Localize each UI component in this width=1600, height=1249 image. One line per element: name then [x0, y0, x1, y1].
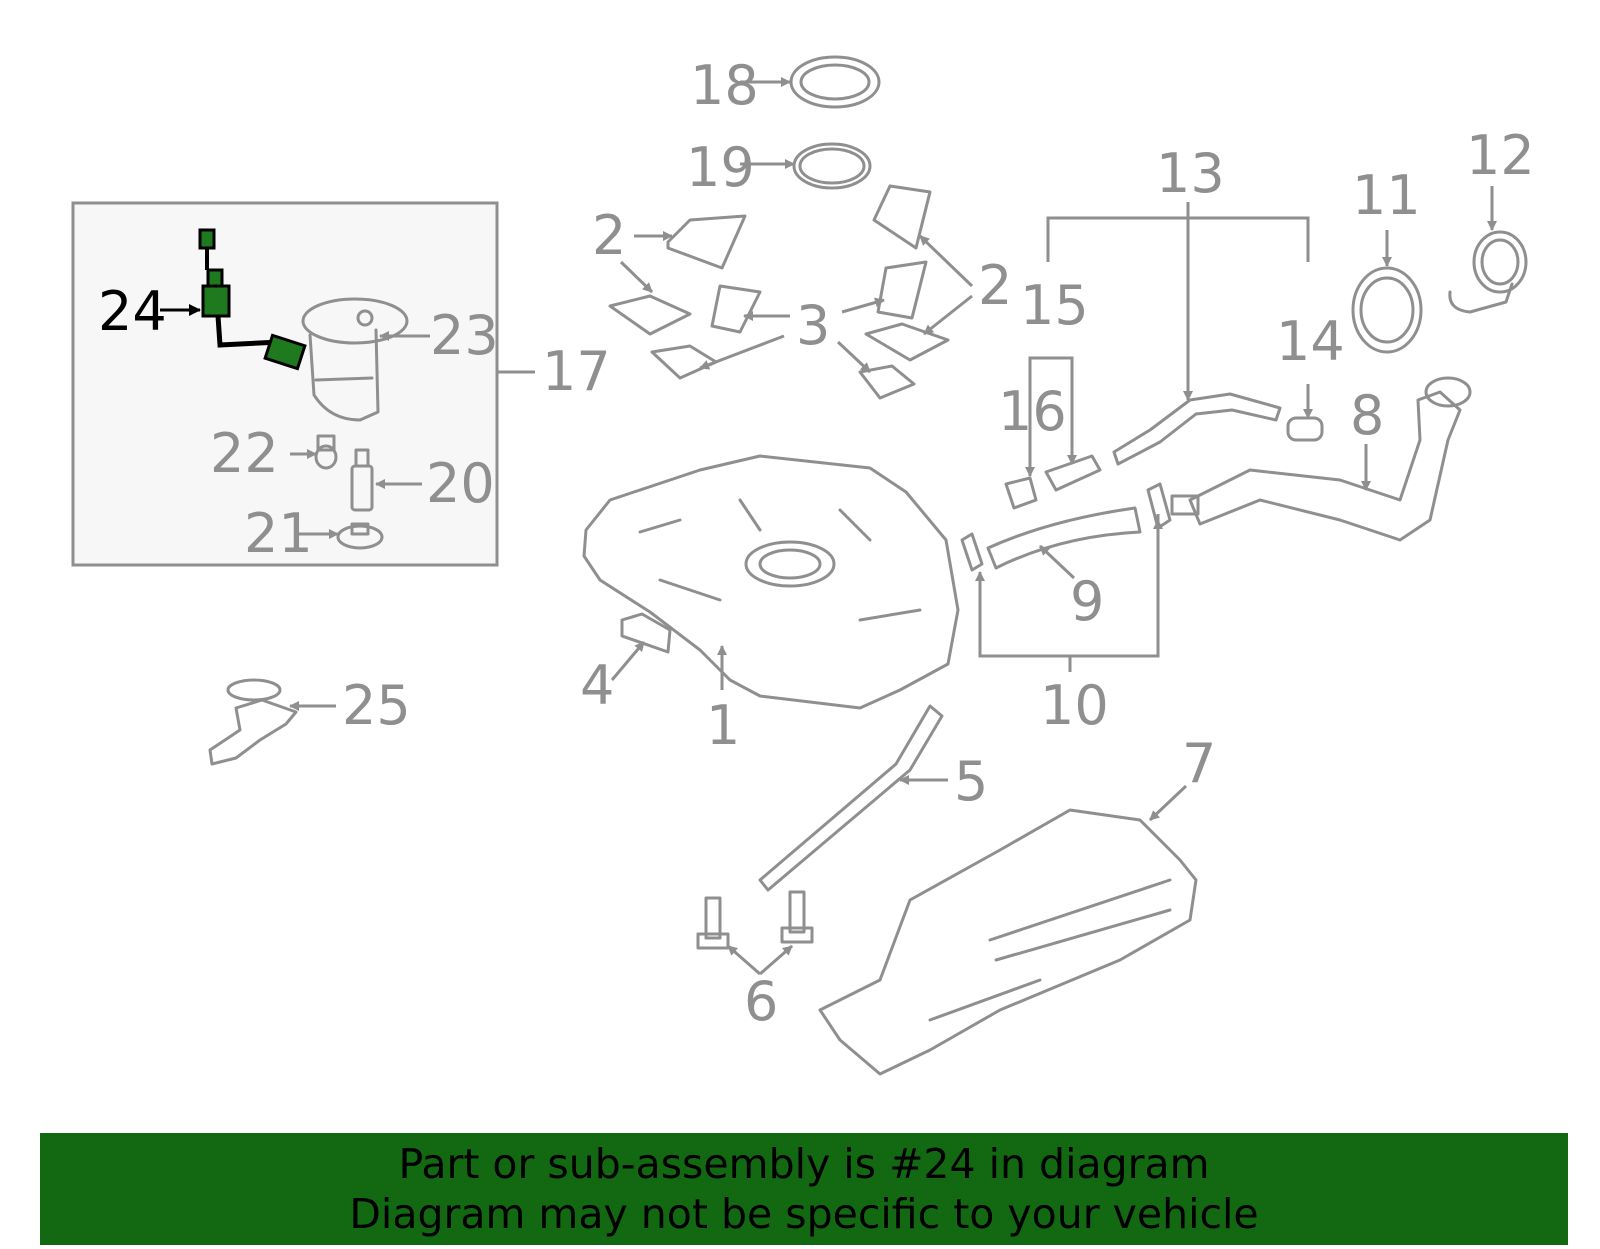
part-6-bolts [696, 890, 814, 950]
part-4-insulator [620, 612, 672, 654]
callout-20: 20 [426, 452, 495, 515]
callout-24-highlighted: 24 [98, 280, 167, 343]
callout-15: 15 [1020, 274, 1089, 337]
part-11-filler-seal [1351, 266, 1423, 354]
parts-2-3-insulator-pads [608, 184, 950, 400]
part-25-bracket [208, 678, 298, 766]
callout-14: 14 [1276, 310, 1345, 373]
part-23-fuel-pump-module [301, 297, 409, 422]
banner-line-1: Part or sub-assembly is #24 in diagram [398, 1140, 1210, 1188]
callout-8: 8 [1350, 384, 1384, 447]
callout-1: 1 [706, 694, 740, 757]
part-14-valve [1286, 416, 1324, 442]
part-7-heat-shield [818, 808, 1198, 1076]
callout-9: 9 [1070, 570, 1104, 633]
part-8-filler-pipe [1170, 376, 1472, 542]
callout-11: 11 [1352, 164, 1421, 227]
fuel-pump-assembly-inset [71, 201, 499, 567]
callout-2: 2 [978, 254, 1012, 317]
callout-5: 5 [954, 750, 988, 813]
callout-12: 12 [1466, 124, 1535, 187]
part-13-vent-tube [1112, 392, 1282, 466]
callout-13: 13 [1156, 142, 1225, 205]
part-5-tank-strap [758, 704, 944, 892]
callout-10: 10 [1040, 674, 1109, 737]
callout-19: 19 [686, 136, 755, 199]
part-18-lock-ring [789, 55, 881, 109]
part-15-16-fittings [1004, 454, 1102, 510]
part-12-fuel-cap [1448, 230, 1528, 314]
callout-3: 3 [796, 294, 830, 357]
part-10-clamps [960, 482, 1172, 572]
callout-6: 6 [744, 970, 778, 1033]
banner-line-2: Diagram may not be specific to your vehi… [349, 1190, 1259, 1238]
callout-4: 4 [580, 654, 614, 717]
callout-22: 22 [210, 422, 279, 485]
callout-7: 7 [1182, 732, 1216, 795]
callout-23: 23 [430, 304, 499, 367]
callout-18: 18 [690, 54, 759, 117]
part-9-hose [986, 506, 1142, 570]
part-1-fuel-tank [582, 454, 960, 710]
part-24-fuel-level-sender[interactable] [198, 228, 307, 371]
callout-21: 21 [244, 502, 313, 565]
callout-16: 16 [998, 380, 1067, 443]
callout-25: 25 [342, 674, 411, 737]
part-20-filter [350, 448, 374, 512]
callout-2: 2 [592, 204, 626, 267]
part-19-seal [792, 142, 872, 190]
callout-17: 17 [542, 340, 611, 403]
info-banner: Part or sub-assembly is #24 in diagram D… [40, 1133, 1568, 1245]
